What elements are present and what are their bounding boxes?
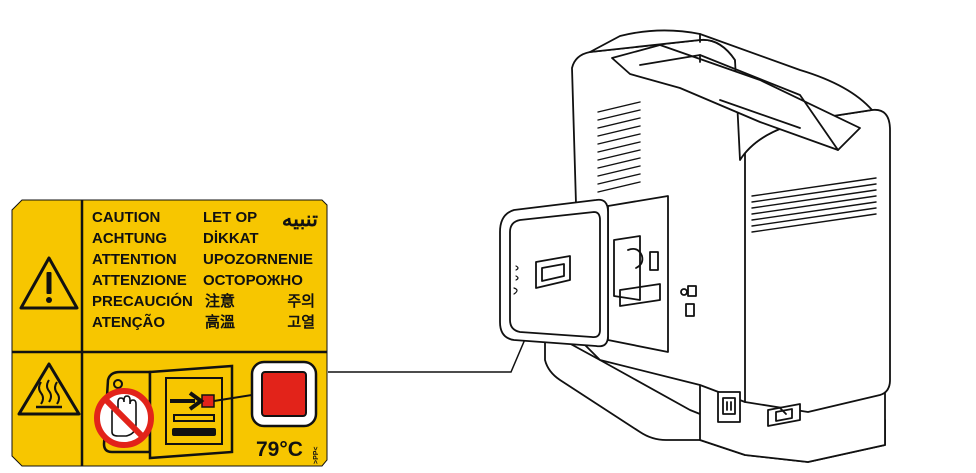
caution-text-2: ATTENTION [92, 251, 177, 268]
rear-vent [597, 101, 641, 193]
controller-opening [607, 195, 669, 353]
printer-illustration [499, 29, 891, 463]
caution-text-r1: DİKKAT [203, 230, 259, 247]
no-touch-icon [94, 388, 154, 448]
caution-text-r2: UPOZORNENIE [203, 251, 313, 268]
caution-text-r3: ОСТОРОЖНО [203, 272, 303, 289]
hot-surface-icon [17, 362, 81, 416]
power-inlet-icon [717, 391, 741, 423]
caution-text-1: ACHTUNG [92, 230, 167, 247]
label-background [11, 199, 328, 467]
temperature-value: 79°C [256, 438, 303, 461]
caution-text-cjk-2a: 高溫 [205, 313, 235, 331]
printer-right-side [737, 108, 891, 413]
caution-text-left-column: CAUTION ACHTUNG ATTENTION ATTENZIONE PRE… [92, 209, 193, 331]
caution-text-cjk-2b: 고열 [287, 314, 315, 331]
caution-label: CAUTION ACHTUNG ATTENTION ATTENZIONE PRE… [11, 199, 328, 467]
printer-top [589, 29, 873, 161]
side-vent [751, 177, 877, 233]
arrow-icon [170, 391, 205, 411]
material-code: >PP< [313, 446, 320, 464]
caution-text-right-column: LET OP DİKKAT UPOZORNENIE ОСТОРОЖНО تنبي… [203, 208, 318, 331]
caution-text-0: CAUTION [92, 209, 160, 226]
caution-text-5: ATENÇÃO [92, 313, 165, 331]
warning-triangle-icon [19, 256, 79, 310]
port-icon [680, 288, 688, 296]
caution-text-3: ATTENZIONE [92, 272, 187, 289]
caution-text-r0: LET OP [203, 209, 257, 226]
caution-text-cjk-1b: 주의 [287, 292, 315, 310]
caution-text-cjk-1a: 注意 [205, 292, 235, 310]
caution-text-4: PRECAUCIÓN [92, 292, 193, 310]
network-port-icon [685, 303, 695, 317]
caution-text-arabic: تنبيه [282, 208, 318, 231]
